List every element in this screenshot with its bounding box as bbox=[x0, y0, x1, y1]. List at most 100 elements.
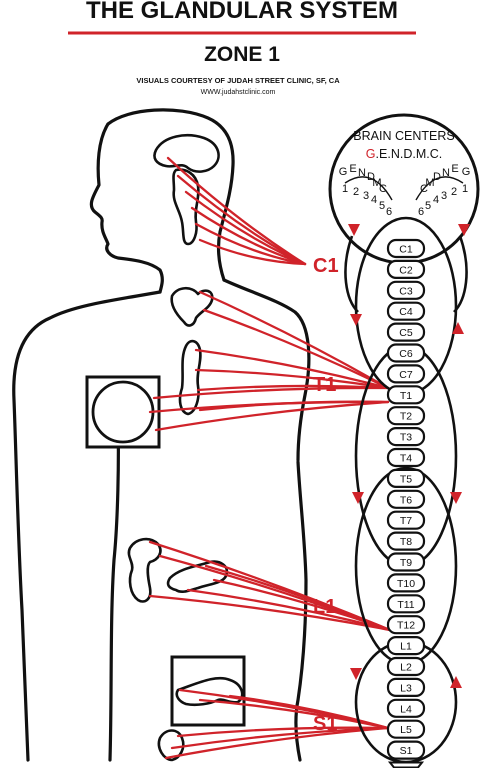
vertebra-t3: T3 bbox=[386, 427, 426, 447]
brain-left-letter: G bbox=[339, 166, 348, 178]
brain-right-digit: 4 bbox=[433, 194, 439, 206]
body-outline bbox=[12, 108, 311, 762]
flow-arrow bbox=[450, 492, 462, 504]
vertebra-box bbox=[386, 698, 426, 718]
vertebra-label: C6 bbox=[399, 348, 413, 360]
vertebra-label: T11 bbox=[397, 599, 414, 611]
brain-gland bbox=[153, 134, 220, 246]
brain-left-letter: N bbox=[358, 167, 366, 179]
adrenal-gland bbox=[127, 537, 162, 603]
vertebra-box bbox=[386, 322, 426, 342]
brain-left-digit: 2 bbox=[353, 186, 359, 198]
heart-box bbox=[85, 375, 161, 449]
vertebra-box bbox=[386, 510, 426, 530]
nerve-line bbox=[176, 726, 390, 738]
nerve-line bbox=[198, 698, 390, 730]
page-title: THE GLANDULAR SYSTEM bbox=[86, 0, 398, 24]
vertebra-t6: T6 bbox=[386, 489, 426, 509]
vertebra-t4: T4 bbox=[386, 447, 426, 468]
brain-acronym: G.E.N.D.M.C. bbox=[366, 147, 442, 161]
nerve-line bbox=[202, 308, 390, 390]
vertebra-label: L5 bbox=[400, 724, 412, 736]
vertebra-box bbox=[386, 719, 426, 739]
vertebra-box bbox=[386, 677, 426, 698]
flow-arrow bbox=[352, 492, 364, 504]
vertebra-box bbox=[386, 531, 426, 551]
vertebra-t8: T8 bbox=[386, 531, 426, 551]
vertebra-t10: T10 bbox=[386, 573, 426, 593]
zone-heading: ZONE 1 bbox=[204, 43, 280, 66]
vertebra-label: C2 bbox=[399, 264, 413, 276]
nerve-line bbox=[194, 348, 390, 390]
flow-arrow bbox=[350, 668, 362, 680]
vertebra-label: C7 bbox=[399, 369, 413, 381]
nerve-line bbox=[148, 594, 392, 632]
brain-right-digit: 1 bbox=[462, 183, 468, 195]
vertebra-t1: T1 bbox=[386, 385, 426, 405]
thymus-gland bbox=[178, 339, 202, 416]
vertebra-label: T1 bbox=[400, 390, 412, 402]
vertebra-label: L2 bbox=[400, 662, 412, 674]
vertebra-label: L1 bbox=[400, 641, 412, 653]
vertebra-box bbox=[386, 635, 426, 656]
brain-right-letter: E bbox=[451, 163, 458, 175]
brain-arc-left bbox=[344, 176, 393, 201]
zone-label-l1: L1 bbox=[313, 596, 336, 618]
vertebra-label: S1 bbox=[400, 745, 413, 757]
vertebra-box bbox=[386, 656, 426, 677]
vertebra-c4: C4 bbox=[386, 301, 426, 321]
vertebra-l3: L3 bbox=[386, 677, 426, 698]
vertebra-box bbox=[386, 615, 426, 635]
vertebra-l1: L1 bbox=[386, 635, 426, 656]
vertebra-box bbox=[386, 301, 426, 321]
nerve-paths bbox=[148, 156, 392, 760]
vertebra-box bbox=[386, 468, 426, 488]
brain-right-letter: N bbox=[442, 167, 450, 179]
brain-left-letter: E bbox=[349, 163, 356, 175]
vertebra-t7: T7 bbox=[386, 510, 426, 530]
prostate-gland bbox=[157, 729, 185, 762]
vertebra-t2: T2 bbox=[386, 406, 426, 426]
vertebra-c6: C6 bbox=[386, 343, 426, 363]
vertebra-c1: C1 bbox=[386, 238, 426, 259]
vertebra-c3: C3 bbox=[386, 280, 426, 300]
vertebra-c5: C5 bbox=[386, 322, 426, 342]
vertebra-box bbox=[386, 447, 426, 468]
vertebra-c2: C2 bbox=[386, 259, 426, 279]
brain-left-digit: 6 bbox=[386, 206, 392, 218]
vertebra-label: L3 bbox=[400, 682, 412, 694]
nerve-line bbox=[198, 290, 390, 390]
vertebra-t5: T5 bbox=[386, 468, 426, 488]
vertebra-box bbox=[386, 406, 426, 426]
brain-left-digit: 3 bbox=[363, 190, 369, 202]
vertebra-label: T12 bbox=[397, 620, 415, 632]
vertebra-label: T8 bbox=[400, 536, 412, 548]
flow-arrow bbox=[452, 322, 464, 334]
nerve-line bbox=[228, 694, 390, 730]
flow-arrow bbox=[350, 314, 362, 326]
brain-left-digit: 1 bbox=[342, 183, 348, 195]
brain-left-letter: D bbox=[367, 171, 375, 183]
nerve-line bbox=[204, 564, 392, 632]
website-line: WWW.judahstclinic.com bbox=[201, 89, 276, 96]
vertebra-box bbox=[386, 489, 426, 509]
vertebra-s1: S1 bbox=[386, 740, 426, 760]
zone-label-c1: C1 bbox=[313, 255, 339, 277]
vertebra-c7: C7 bbox=[386, 364, 426, 384]
nerve-line bbox=[176, 174, 307, 266]
vertebra-box bbox=[386, 385, 426, 405]
spine-loop-link bbox=[453, 235, 468, 313]
brain-arc-right bbox=[415, 176, 464, 201]
vertebra-label: C4 bbox=[399, 306, 413, 318]
vertebra-box bbox=[386, 238, 426, 259]
vertebra-label: T6 bbox=[400, 494, 412, 506]
vertebra-l4: L4 bbox=[386, 698, 426, 718]
vertebra-box bbox=[386, 259, 426, 279]
vertebra-label: T4 bbox=[400, 453, 412, 465]
vertebra-label: L4 bbox=[400, 703, 412, 715]
zone-label-t1: T1 bbox=[313, 374, 336, 396]
vertebra-box bbox=[386, 552, 426, 572]
